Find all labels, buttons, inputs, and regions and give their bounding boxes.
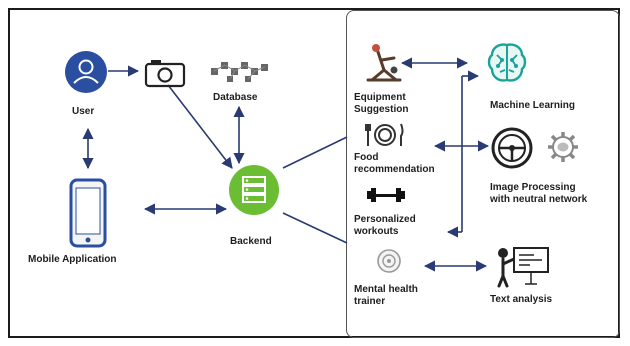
image-label-2: with neutral network — [490, 194, 588, 205]
link-backend-panel-bottom — [282, 212, 348, 244]
user-icon — [65, 51, 107, 93]
workouts-label-2: workouts — [354, 226, 399, 237]
text-analysis-label: Text analysis — [490, 294, 553, 305]
database-label: Database — [213, 92, 258, 103]
gym-equipment-icon — [366, 44, 402, 82]
steering-wheel-icon — [491, 127, 533, 169]
food-label-2: recommendation — [354, 164, 435, 175]
workouts-label-1: Personalized — [354, 214, 416, 225]
mental-label-1: Mental health — [354, 284, 418, 295]
features-panel — [346, 10, 620, 338]
mental-label-2: trainer — [354, 296, 386, 307]
food-label-1: Food — [354, 152, 379, 163]
user-label: User — [72, 106, 95, 117]
mental-health-icon — [377, 249, 401, 273]
link-backend-panel-top — [282, 136, 348, 169]
mobile-label: Mobile Application — [28, 254, 117, 265]
gear-brain-icon — [548, 132, 578, 162]
camera-icon — [144, 60, 186, 88]
dumbbell-icon — [367, 188, 405, 202]
equipment-label-1: Equipment — [354, 92, 406, 103]
equipment-label-2: Suggestion — [354, 104, 409, 115]
backend-server-icon — [229, 165, 279, 215]
presenter-icon — [497, 247, 549, 288]
database-icon — [211, 62, 268, 82]
mobile-phone-icon — [69, 178, 107, 248]
food-plate-icon — [365, 123, 404, 146]
backend-label: Backend — [230, 236, 272, 247]
brain-icon — [487, 43, 527, 82]
arrow-camera-backend — [167, 84, 233, 169]
image-label-1: Image Processing — [490, 182, 576, 193]
ml-label: Machine Learning — [490, 100, 576, 111]
